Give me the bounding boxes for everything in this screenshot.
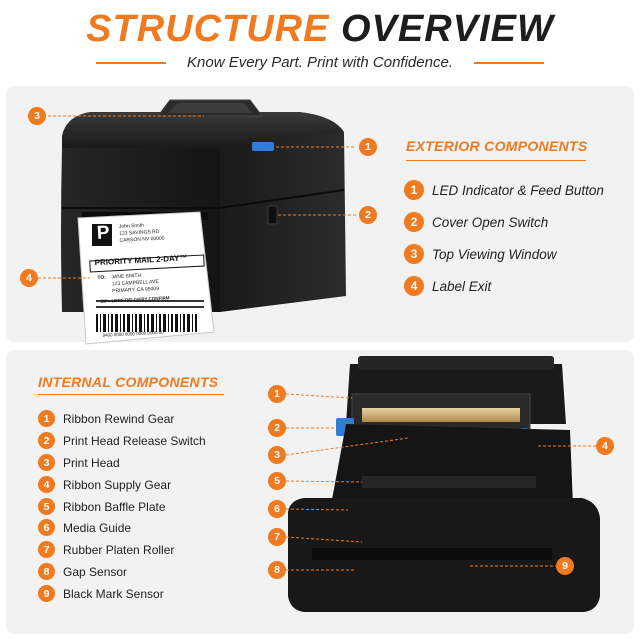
label-big-letter: P [96, 222, 111, 245]
exterior-item-top-window: 3 Top Viewing Window [404, 244, 556, 264]
internal-callout-7: 7 [268, 528, 286, 546]
internal-item-baffle-plate: 5 Ribbon Baffle Plate [38, 498, 166, 515]
internal-callout-1: 1 [268, 385, 286, 403]
exterior-item-label: Cover Open Switch [432, 214, 549, 230]
internal-item-print-head: 3 Print Head [38, 454, 120, 471]
exterior-item-number: 2 [404, 212, 424, 232]
page-title: STRUCTURE OVERVIEW [0, 8, 640, 51]
exterior-section-rule [406, 160, 586, 161]
internal-item-black-mark: 9 Black Mark Sensor [38, 585, 164, 602]
internal-callout-2: 2 [268, 419, 286, 437]
internal-item-number: 7 [38, 541, 55, 558]
internal-callout-8: 8 [268, 561, 286, 579]
exterior-callout-1: 1 [359, 138, 377, 156]
internal-callout-6: 6 [268, 500, 286, 518]
shipping-label-icon [77, 211, 215, 345]
internal-item-label: Gap Sensor [63, 564, 128, 579]
exterior-item-label: Label Exit [432, 278, 492, 294]
exterior-item-label-exit: 4 Label Exit [404, 276, 491, 296]
label-tracking-title: ZIP - USPS DELIVERY CONFIRM [100, 295, 170, 304]
internal-item-number: 2 [38, 432, 55, 449]
internal-item-number: 6 [38, 519, 55, 536]
exterior-item-number: 4 [404, 276, 424, 296]
internal-callout-4: 4 [596, 437, 614, 455]
label-sender-line3: CARSON NV 00000 [119, 235, 165, 244]
subtitle-rule-left [96, 62, 166, 64]
subtitle-rule-right [474, 62, 544, 64]
exterior-item-led: 1 LED Indicator & Feed Button [404, 180, 604, 200]
internal-item-ribbon-supply: 4 Ribbon Supply Gear [38, 476, 171, 493]
internal-item-label: Ribbon Rewind Gear [63, 411, 175, 426]
internal-section-rule [38, 394, 224, 395]
title-part-1: STRUCTURE [86, 8, 330, 50]
exterior-section-title: EXTERIOR COMPONENTS [406, 138, 588, 154]
label-sheet-text: P John Smith 123 SAVINGS RD CARSON NV 00… [78, 205, 221, 344]
printer-interior-icon [288, 356, 600, 612]
page-subtitle: Know Every Part. Print with Confidence. [187, 54, 453, 71]
internal-item-label: Ribbon Baffle Plate [63, 499, 166, 514]
internal-item-label: Print Head [63, 455, 120, 470]
label-to: TO: [97, 274, 107, 282]
exterior-item-cover-switch: 2 Cover Open Switch [404, 212, 548, 232]
header: STRUCTURE OVERVIEW Know Every Part. Prin… [0, 0, 640, 80]
internal-item-platen-roller: 7 Rubber Platen Roller [38, 541, 174, 558]
label-tracking-number: 9400 0000 0000 0000 0000 00 [102, 329, 164, 338]
internal-item-label: Rubber Platen Roller [63, 542, 175, 557]
exterior-item-label: LED Indicator & Feed Button [432, 182, 604, 198]
internal-item-label: Media Guide [63, 520, 132, 535]
exterior-item-label: Top Viewing Window [432, 246, 557, 262]
internal-item-label: Ribbon Supply Gear [63, 477, 172, 492]
internal-item-number: 4 [38, 476, 55, 493]
label-service: PRIORITY MAIL 2-DAY™ [94, 253, 188, 268]
internal-item-number: 3 [38, 454, 55, 471]
internal-item-label: Print Head Release Switch [63, 433, 206, 448]
internal-item-gap-sensor: 8 Gap Sensor [38, 563, 127, 580]
exterior-item-number: 1 [404, 180, 424, 200]
internal-callout-5: 5 [268, 472, 286, 490]
internal-item-number: 1 [38, 410, 55, 427]
label-to-line3: PRIMARY, CA 95009 [112, 285, 160, 295]
exterior-callout-4: 4 [20, 269, 38, 287]
internal-item-head-release: 2 Print Head Release Switch [38, 432, 206, 449]
exterior-callout-2: 2 [359, 206, 377, 224]
internal-item-label: Black Mark Sensor [63, 586, 164, 601]
internal-item-number: 9 [38, 585, 55, 602]
internal-section-title: INTERNAL COMPONENTS [38, 374, 219, 390]
internal-item-number: 8 [38, 563, 55, 580]
title-part-2: OVERVIEW [341, 8, 554, 50]
internal-item-ribbon-rewind: 1 Ribbon Rewind Gear [38, 410, 174, 427]
internal-callout-3: 3 [268, 446, 286, 464]
exterior-callout-3: 3 [28, 107, 46, 125]
internal-item-number: 5 [38, 498, 55, 515]
internal-callout-9: 9 [556, 557, 574, 575]
exterior-item-number: 3 [404, 244, 424, 264]
internal-item-media-guide: 6 Media Guide [38, 519, 131, 536]
